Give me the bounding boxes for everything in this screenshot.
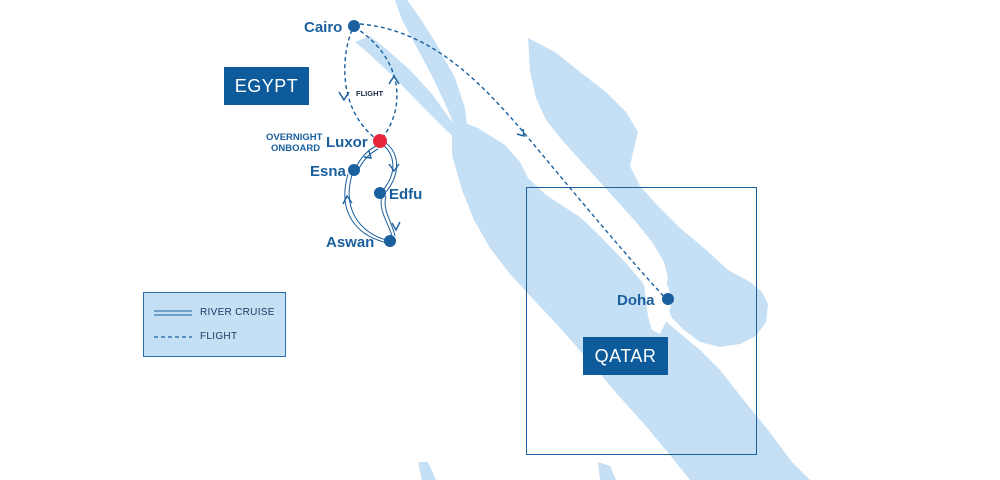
cairo-label: Cairo [304,19,342,36]
flight-swatch [154,335,192,338]
water-bodies [355,0,810,480]
southern-inlet [418,462,436,480]
flight-luxor-cairo [355,27,398,139]
cruise-edfu-aswan-b [384,195,396,237]
legend-flight-label: FLIGHT [200,331,238,342]
doha-marker[interactable] [662,293,674,305]
red-sea [452,118,810,480]
overnight-note-line1: OVERNIGHT [266,132,323,143]
flight-arrowheads [338,74,525,138]
gulf-of-aqaba [395,0,470,160]
luxor-label: Luxor [326,134,368,151]
flight-cairo-doha [359,23,668,301]
arrow-luxor-cairo [388,74,400,85]
luxor-marker[interactable] [373,134,387,148]
arrow-cairo-doha [516,128,525,138]
qatar-peninsula [644,270,672,334]
cruise-aswan-esna-b [344,173,389,244]
overnight-note-line2: ONBOARD [271,143,320,154]
arrow-luxor-edfu [388,163,400,173]
legend-flight: FLIGHT [154,331,237,342]
gulf-of-suez [355,36,478,160]
arrow-esna-luxor [363,150,372,159]
flight-route-label: FLIGHT [356,89,383,98]
edfu-label: Edfu [389,186,422,203]
arrow-edfu-aswan [391,221,401,232]
river-cruise-swatch [154,310,192,315]
legend-river-cruise-label: RIVER CRUISE [200,307,275,318]
egypt-country-label: EGYPT [224,67,309,105]
city-markers [348,20,674,305]
cruise-aswan-esna-a [348,174,387,241]
cruise-arrowheads [342,150,401,232]
aswan-marker[interactable] [384,235,396,247]
southern-inlet-2 [598,462,616,480]
qatar-inset-frame [526,187,757,455]
esna-marker[interactable] [348,164,360,176]
edfu-marker[interactable] [374,187,386,199]
esna-label: Esna [310,163,347,180]
doha-label: Doha [617,292,655,309]
cruise-esna-luxor-b [357,148,379,172]
arrow-aswan-esna [342,194,353,205]
qatar-country-label: QATAR [583,337,668,375]
arrow-cairo-luxor [338,91,350,102]
map-legend: RIVER CRUISE FLIGHT [143,292,286,357]
persian-gulf [528,38,768,347]
aswan-label: Aswan [326,234,374,251]
legend-river-cruise: RIVER CRUISE [154,307,275,318]
cruise-luxor-edfu-b [382,140,398,193]
cairo-marker[interactable] [348,20,360,32]
flight-routes [344,23,668,301]
cruise-edfu-aswan-a [380,195,393,237]
